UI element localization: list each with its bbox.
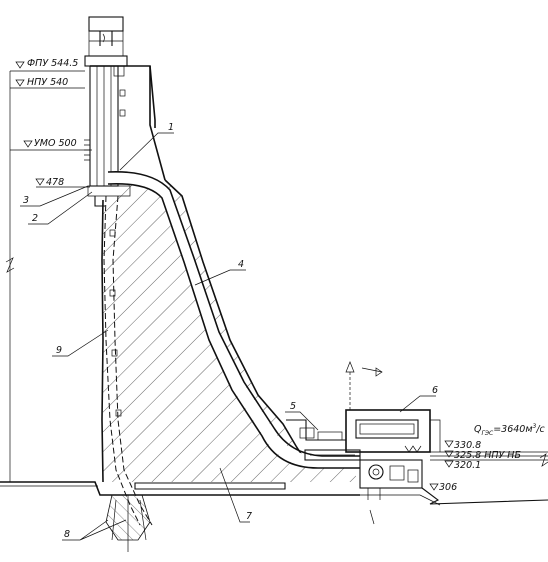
- callout-4: 4: [238, 259, 244, 270]
- level-base-306: 306: [429, 482, 457, 493]
- level-umo: УМО 500: [23, 138, 77, 149]
- level-intake-sill: 478: [35, 177, 90, 188]
- base-gallery: [134, 482, 286, 490]
- discharge-label: QГЭС=3640м3/с: [474, 423, 546, 437]
- level-tail-325: 325.8 НПУ НБ: [444, 450, 521, 461]
- callout-9: 9: [56, 345, 62, 356]
- level-umo-label: УМО 500: [34, 138, 77, 149]
- intake-gate-structure: [84, 16, 131, 207]
- callout-5: 5: [290, 401, 296, 412]
- level-tail-330: 330.8: [444, 440, 481, 451]
- drainage-gallery: [103, 89, 153, 526]
- callout-1: 1: [168, 122, 174, 133]
- grout-curtain: [105, 494, 151, 552]
- level-intake-sill-label: 478: [46, 177, 64, 188]
- callouts: 1 2 3 4 5 6 7 8 9: [20, 122, 438, 541]
- level-base-306-label: 306: [439, 482, 457, 493]
- callout-2: 2: [32, 213, 38, 224]
- level-npu-label: НПУ 540: [27, 77, 68, 88]
- callout-6: 6: [432, 385, 438, 396]
- level-tail-320: 320.1: [444, 460, 481, 471]
- callout-7: 7: [246, 511, 252, 522]
- level-tail-330-label: 330.8: [454, 440, 481, 451]
- callout-8: 8: [64, 529, 70, 540]
- level-npu: НПУ 540: [15, 77, 68, 88]
- upstream-level-lines: [5, 70, 92, 482]
- level-tail-325-label: 325.8 НПУ НБ: [454, 450, 521, 461]
- level-fpu-label: ФПУ 544.5: [27, 58, 78, 69]
- level-tail-320-label: 320.1: [454, 460, 481, 471]
- powerhouse: [286, 361, 548, 525]
- level-fpu: ФПУ 544.5: [15, 58, 78, 69]
- discharge-q: QГЭС=3640м3/с: [474, 423, 546, 437]
- callout-3: 3: [23, 195, 29, 206]
- dam-body: [0, 65, 360, 496]
